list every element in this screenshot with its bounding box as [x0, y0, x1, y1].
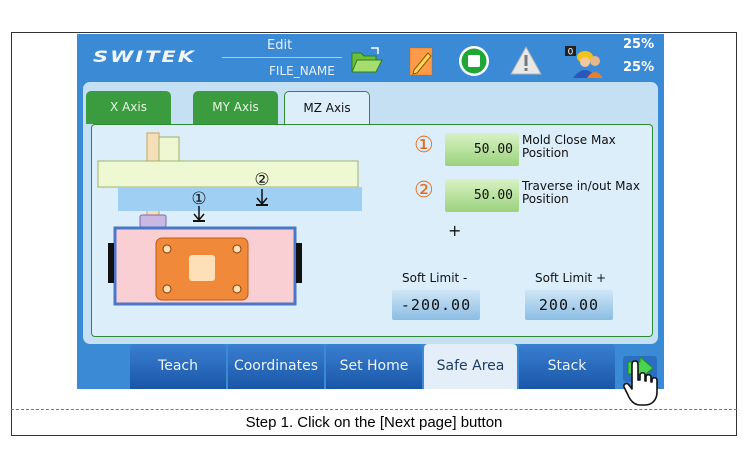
- header-divider: [222, 57, 342, 58]
- traverse-max-label: Traverse in/out Max Position: [522, 179, 640, 206]
- tab-my-axis[interactable]: MY Axis: [193, 91, 278, 124]
- switek-logo: SWITEK: [93, 47, 197, 66]
- mold-cavity: [189, 255, 215, 281]
- mold-close-max-label: Mold Close Max Position: [522, 133, 616, 160]
- mode-label: Edit: [267, 38, 293, 53]
- step-caption: Step 1. Click on the [Next page] button: [245, 414, 503, 431]
- status-percent-top: 25%: [623, 37, 655, 52]
- main-panel: X Axis MY Axis MZ Axis: [83, 82, 658, 344]
- param-number-2: ②: [414, 178, 434, 203]
- header-bar: SWITEK Edit FILE_NAME: [77, 34, 664, 84]
- traverse-max-value[interactable]: 50.00: [445, 179, 519, 212]
- tab-set-home[interactable]: Set Home: [326, 344, 422, 389]
- tab-teach[interactable]: Teach: [130, 344, 226, 389]
- status-percent-bottom: 25%: [623, 60, 655, 75]
- arm-bracket: [158, 136, 180, 164]
- plus-sign: +: [448, 221, 462, 240]
- diagram-marker-2: ②: [254, 170, 269, 190]
- diagram-marker-1: ①: [191, 189, 206, 209]
- param-number-1: ①: [414, 133, 434, 158]
- tab-x-axis[interactable]: X Axis: [86, 91, 171, 124]
- instruction-frame: [11, 32, 737, 436]
- soft-limit-plus-label: Soft Limit +: [535, 271, 607, 285]
- soft-limit-plus-value[interactable]: 200.00: [525, 290, 613, 320]
- open-folder-icon[interactable]: [349, 44, 383, 78]
- tab-safe-area[interactable]: Safe Area: [424, 344, 517, 389]
- right-bumper: [296, 243, 302, 283]
- tab-stack[interactable]: Stack: [519, 344, 615, 389]
- mz-axis-content: ① ② ① 50.00 Mold Close Max Position ② 50…: [91, 124, 653, 337]
- soft-limit-minus-label: Soft Limit -: [402, 271, 468, 285]
- user-level-number: 0: [568, 48, 574, 58]
- tab-mz-axis[interactable]: MZ Axis: [284, 91, 370, 124]
- stop-button-icon[interactable]: [457, 44, 491, 78]
- caption-divider: [11, 409, 737, 410]
- left-bumper: [108, 243, 114, 283]
- warning-icon[interactable]: [509, 44, 543, 78]
- gripper: [139, 214, 167, 228]
- machine-diagram: ① ②: [97, 132, 362, 306]
- hmi-screen: SWITEK Edit FILE_NAME: [77, 34, 664, 389]
- soft-limit-minus-value[interactable]: -200.00: [392, 290, 480, 320]
- tab-coordinates[interactable]: Coordinates: [228, 344, 324, 389]
- mold-band: [118, 187, 362, 211]
- user-level-icon[interactable]: 0: [565, 44, 603, 78]
- edit-document-icon[interactable]: [404, 44, 438, 78]
- mold-close-max-value[interactable]: 50.00: [445, 133, 519, 166]
- file-name-label: FILE_NAME: [269, 64, 335, 78]
- traverse-beam: [97, 160, 359, 188]
- hand-pointer-icon: [623, 360, 658, 406]
